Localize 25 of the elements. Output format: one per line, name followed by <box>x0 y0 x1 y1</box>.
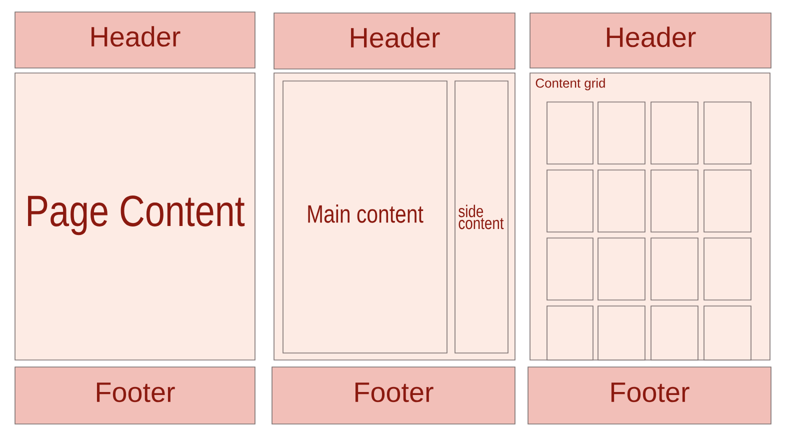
grid-cell <box>598 238 646 300</box>
grid-cell <box>650 306 698 360</box>
grid-cell <box>546 102 594 164</box>
header-bar: Header <box>14 12 256 68</box>
grid-cell <box>546 306 594 360</box>
footer-bar: Footer <box>14 366 256 424</box>
grid-cell <box>598 306 646 360</box>
grid-cell <box>650 238 698 300</box>
grid-cell <box>704 238 752 300</box>
grid-cell <box>650 102 698 164</box>
footer-bar: Footer <box>272 366 516 424</box>
grid-cell <box>704 102 752 164</box>
grid-cell <box>704 306 752 360</box>
grid-cell <box>598 170 646 232</box>
grid-cell <box>546 170 594 232</box>
grid-cell <box>546 238 594 300</box>
header-bar: Header <box>530 12 772 68</box>
grid-cell <box>704 170 752 232</box>
content-panel: Page Content <box>14 72 256 360</box>
grid-cell <box>598 102 646 164</box>
side-panel: side content <box>454 80 508 354</box>
footer-bar: Footer <box>528 366 772 424</box>
grid-cell <box>650 170 698 232</box>
header-bar: Header <box>274 12 516 70</box>
main-panel: Main content <box>282 80 448 354</box>
